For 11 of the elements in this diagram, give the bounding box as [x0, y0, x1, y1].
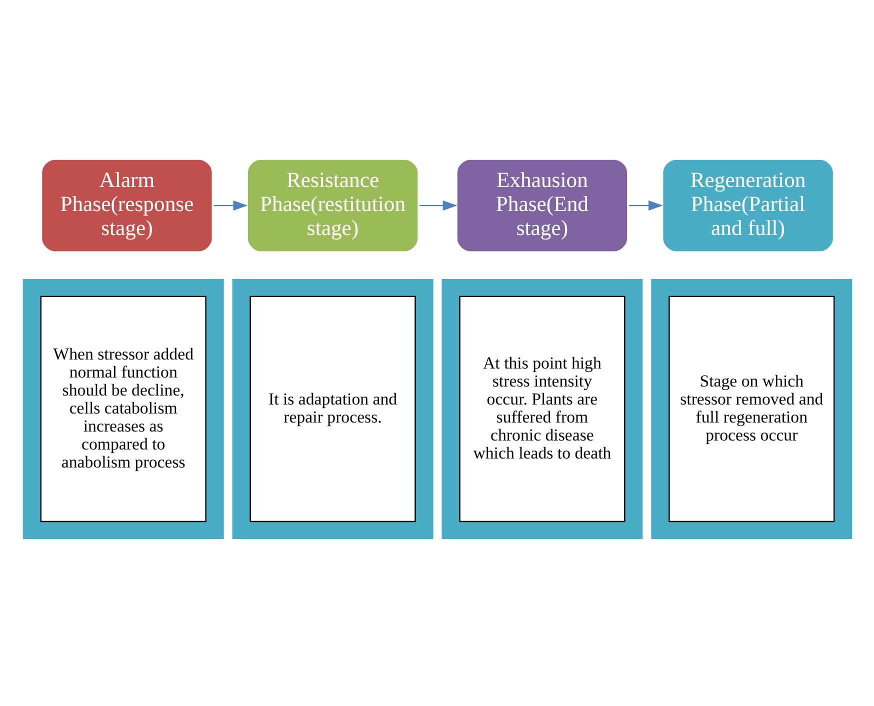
node-box: When stressor added normal function should be decline, cells catabolism increases as compared to anabolism process — [40, 296, 206, 522]
node-box: At this point high stress intensity occur. Plants are suffered from chronic disease which leads to death — [458, 296, 625, 522]
cluster — [650, 278, 852, 539]
arrow — [213, 200, 248, 211]
node-box: It is adaptation and repair process. — [249, 296, 416, 522]
cluster — [22, 278, 224, 539]
arrow — [628, 200, 662, 211]
cluster — [441, 278, 642, 539]
arrow — [419, 200, 457, 211]
node-box: Stage on which stressor removed and full regeneration process occur — [668, 296, 834, 522]
cluster — [232, 278, 433, 539]
